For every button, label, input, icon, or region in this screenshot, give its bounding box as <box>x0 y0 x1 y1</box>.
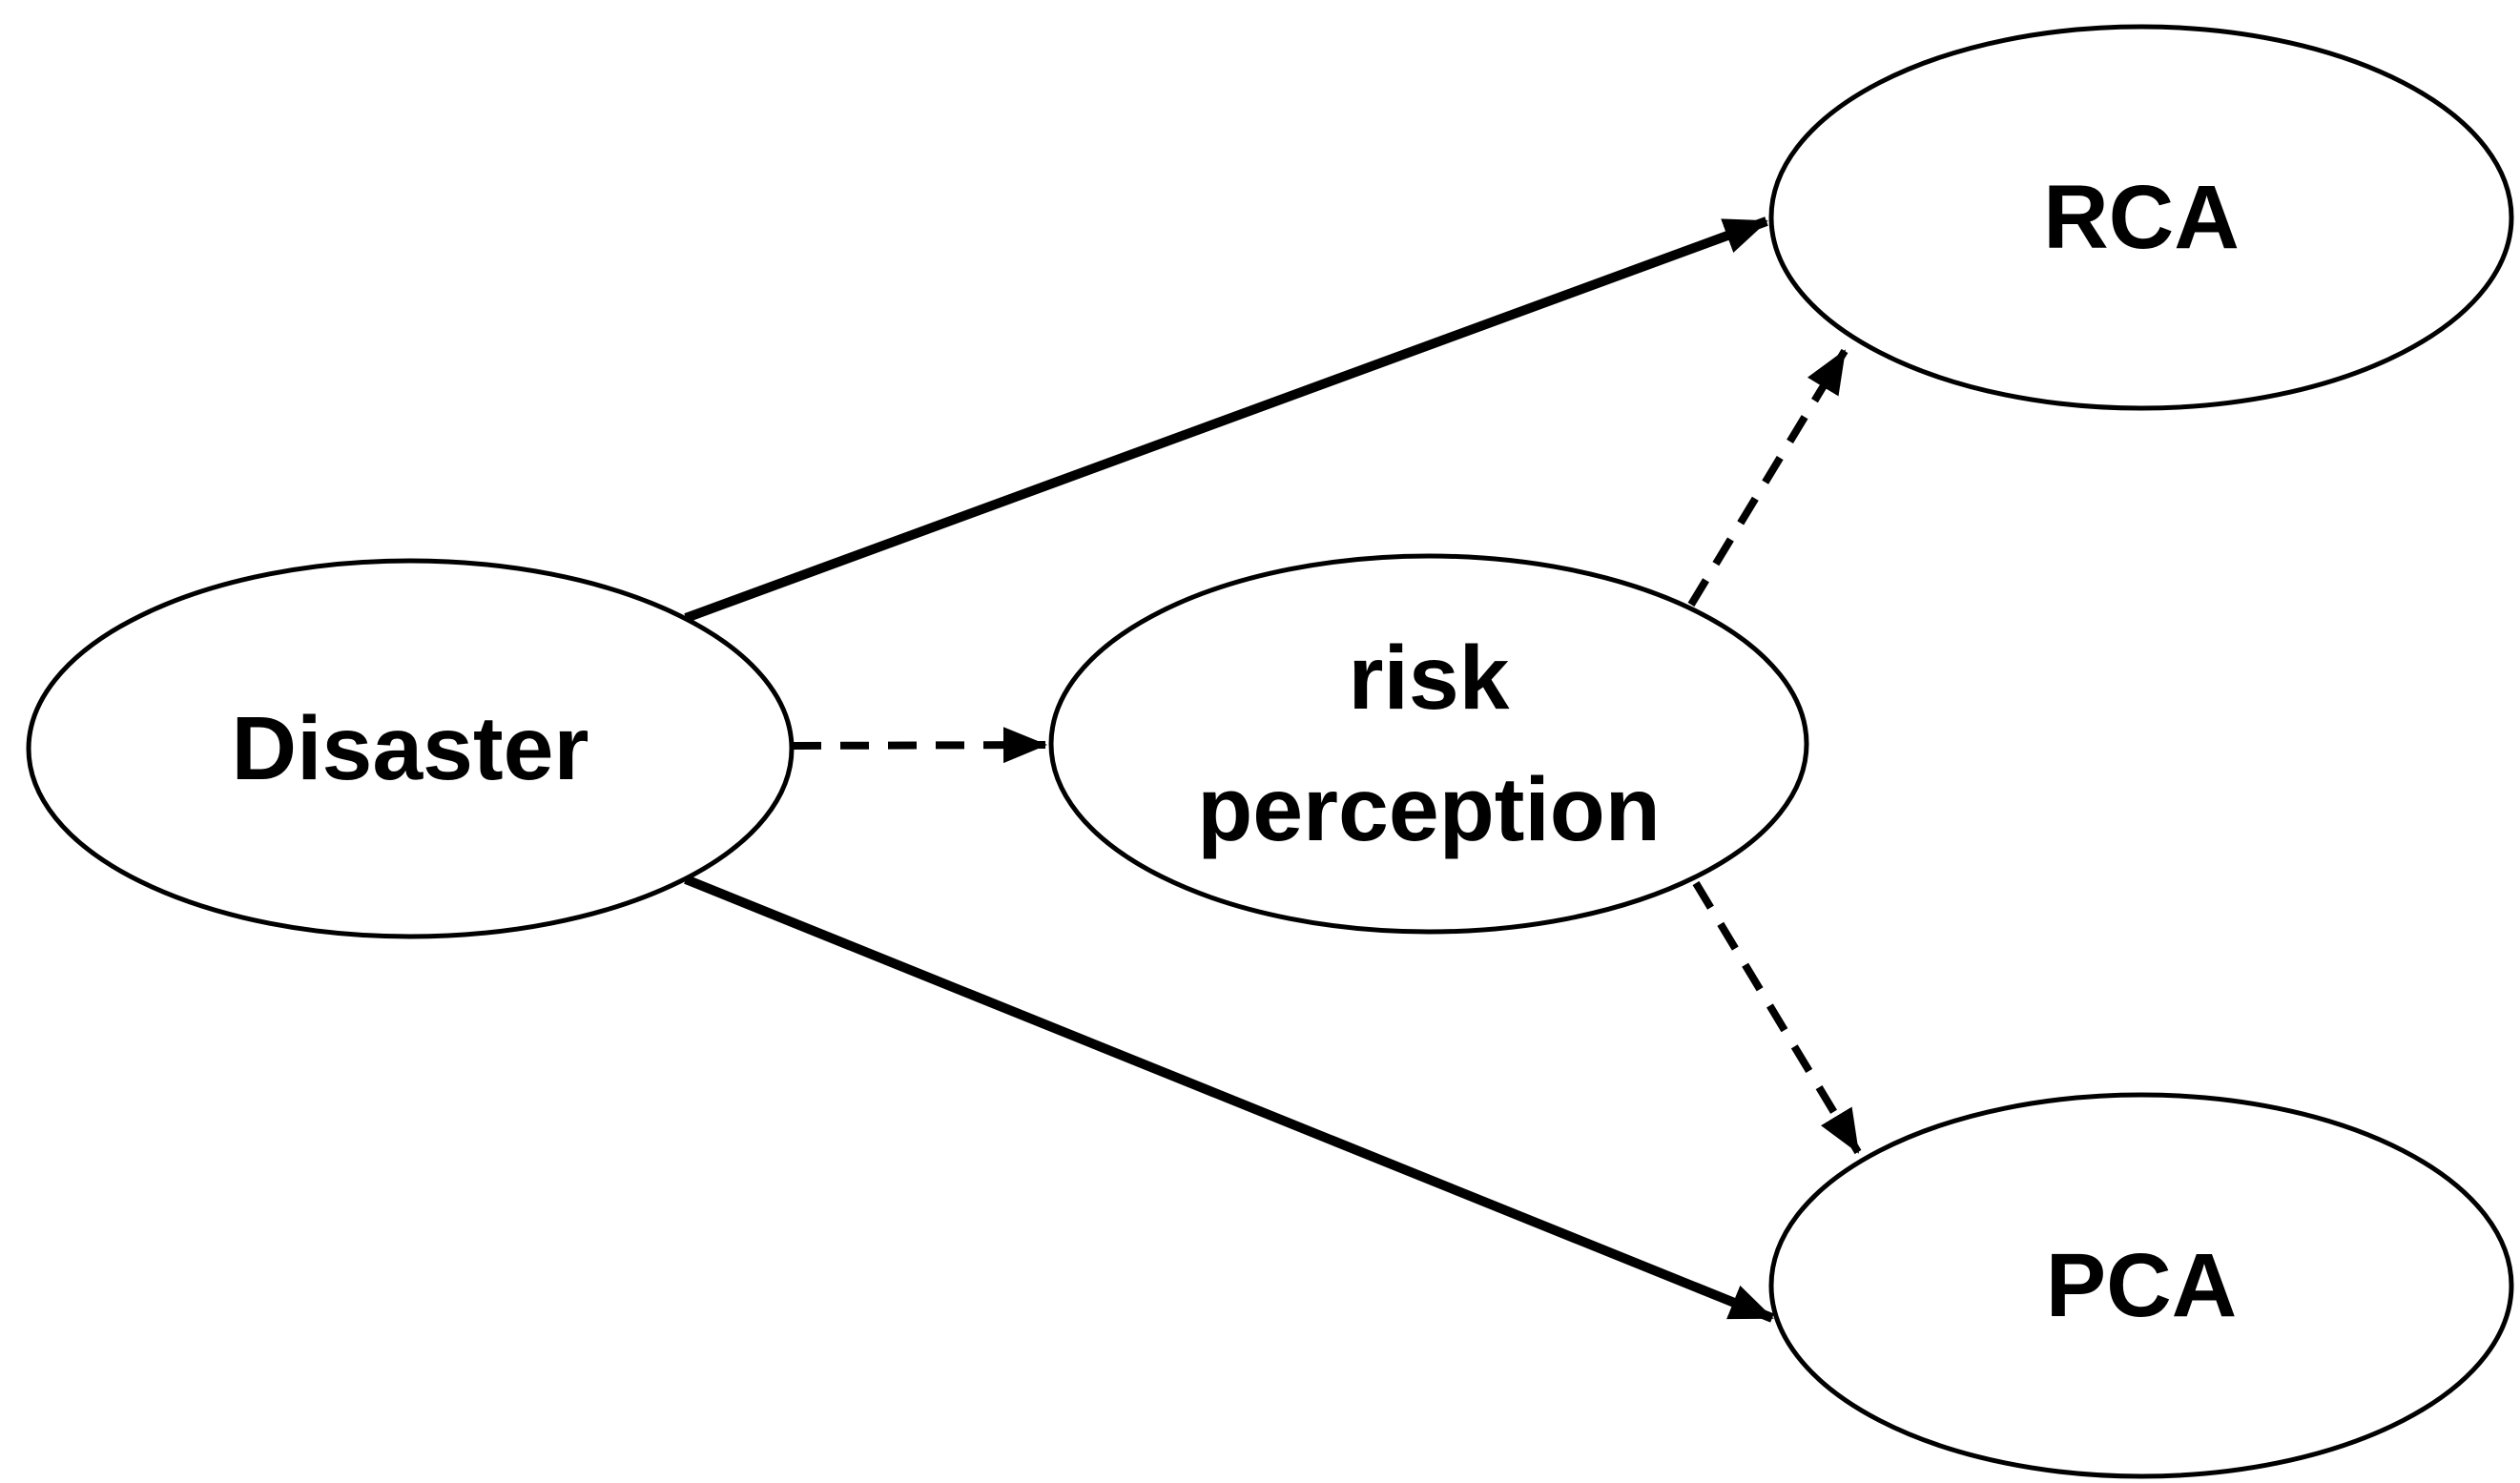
node-rca-label: RCA <box>2043 167 2240 268</box>
node-rca: RCA <box>1768 24 2514 411</box>
node-disaster-ellipse <box>26 558 795 939</box>
edge-disaster-to-rca <box>684 216 1768 623</box>
node-disaster-label: Disaster <box>232 698 589 799</box>
edge-risk-perception-to-rca <box>1687 348 1849 608</box>
node-risk-perception-ellipse <box>1048 553 1809 935</box>
edge-disaster-to-pca <box>684 875 1774 1323</box>
edges-layer <box>684 216 1862 1323</box>
edge-risk-perception-to-pca <box>1692 880 1862 1155</box>
edge-disaster-to-risk-perception <box>792 727 1047 764</box>
node-pca: PCA <box>1768 1092 2514 1479</box>
node-pca-label: PCA <box>2046 1235 2238 1336</box>
node-risk-perception: risk perception <box>1048 553 1809 935</box>
node-rca-ellipse <box>1768 24 2514 411</box>
node-pca-ellipse <box>1768 1092 2514 1479</box>
node-disaster: Disaster <box>26 558 795 939</box>
node-risk-perception-label: risk <box>1348 628 1509 729</box>
nodes-layer: Disaster risk perception RCA PCA <box>26 24 2514 1479</box>
node-risk-perception-label: perception <box>1197 759 1661 860</box>
